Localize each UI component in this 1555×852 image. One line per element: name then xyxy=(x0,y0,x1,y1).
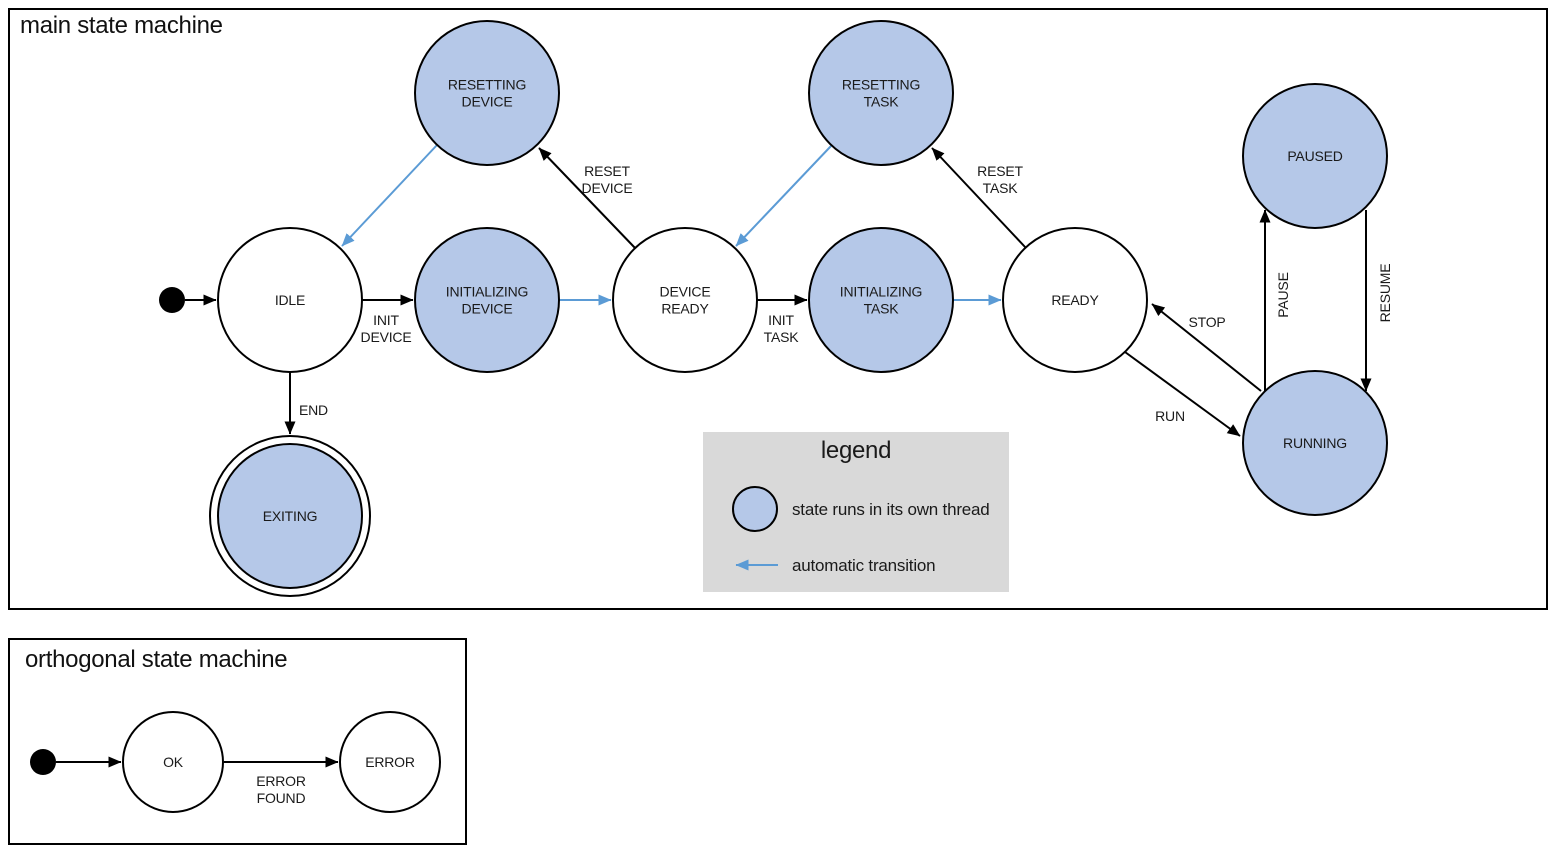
state-resetting-task-label: RESETTING xyxy=(842,77,920,93)
state-running-label: RUNNING xyxy=(1283,435,1347,451)
initial-state-dot xyxy=(159,287,185,313)
transition-resume-label: RESUME xyxy=(1377,264,1393,323)
state-resetting-device xyxy=(414,20,560,166)
transition-init-task-label: TASK xyxy=(764,329,800,345)
state-exiting xyxy=(217,443,363,589)
state-resetting-task xyxy=(808,20,954,166)
state-idle-label: IDLE xyxy=(275,292,305,308)
legend-item-0-label: state runs in its own thread xyxy=(792,500,990,519)
state-ready xyxy=(1002,227,1148,373)
state-paused-label: PAUSED xyxy=(1287,148,1342,164)
state-running xyxy=(1242,370,1388,516)
transition-reset-task xyxy=(931,147,1027,249)
state-initializing-task xyxy=(808,227,954,373)
state-resetting-task-label: TASK xyxy=(864,94,900,110)
state-ready-label: READY xyxy=(1051,292,1099,308)
state-paused xyxy=(1242,83,1388,229)
main-panel-title: main state machine xyxy=(20,12,223,39)
initial-state-dot xyxy=(30,749,56,775)
state-initializing-task-label: TASK xyxy=(864,301,900,317)
transition-reset-device xyxy=(538,147,637,250)
transition-auto-reset-task xyxy=(735,145,832,247)
state-resetting-device-label: DEVICE xyxy=(462,94,513,110)
main-state-machine-panel xyxy=(8,8,1548,610)
state-error xyxy=(339,711,441,813)
transition-reset-task-label: TASK xyxy=(983,180,1019,196)
state-ok-label: OK xyxy=(163,754,184,770)
legend-threaded-state-swatch xyxy=(732,486,778,532)
ortho-panel-title: orthogonal state machine xyxy=(25,646,288,673)
transition-reset-task-label: RESET xyxy=(977,163,1023,179)
state-idle xyxy=(217,227,363,373)
legend-item-1-label: automatic transition xyxy=(792,556,935,575)
transition-init-device-label: INIT xyxy=(373,312,399,328)
orthogonal-state-machine-panel xyxy=(8,638,467,845)
state-exiting-label: EXITING xyxy=(263,508,318,524)
transition-reset-device-label: RESET xyxy=(584,163,630,179)
transition-run xyxy=(1124,351,1241,437)
transition-auto-reset-device xyxy=(341,144,438,247)
transition-error-found-label: FOUND xyxy=(257,790,306,806)
state-device-ready-label: DEVICE xyxy=(660,284,711,300)
transition-init-task-label: INIT xyxy=(768,312,794,328)
state-initializing-device-label: INITIALIZING xyxy=(446,284,528,300)
state-device-ready-label: READY xyxy=(661,301,709,317)
state-ok xyxy=(122,711,224,813)
state-device-ready xyxy=(612,227,758,373)
transition-stop-label: STOP xyxy=(1188,314,1225,330)
transition-end-label: END xyxy=(299,402,328,418)
transition-pause-label: PAUSE xyxy=(1275,272,1291,317)
transition-init-device-label: DEVICE xyxy=(361,329,412,345)
state-initializing-task-label: INITIALIZING xyxy=(840,284,922,300)
transition-run-label: RUN xyxy=(1155,408,1185,424)
state-resetting-device-label: RESETTING xyxy=(448,77,526,93)
legend-title: legend xyxy=(821,437,891,464)
state-initializing-device-label: DEVICE xyxy=(462,301,513,317)
state-error-label: ERROR xyxy=(365,754,415,770)
state-initializing-device xyxy=(414,227,560,373)
transition-error-found-label: ERROR xyxy=(256,773,306,789)
transition-reset-device-label: DEVICE xyxy=(582,180,633,196)
transition-stop xyxy=(1151,303,1262,392)
